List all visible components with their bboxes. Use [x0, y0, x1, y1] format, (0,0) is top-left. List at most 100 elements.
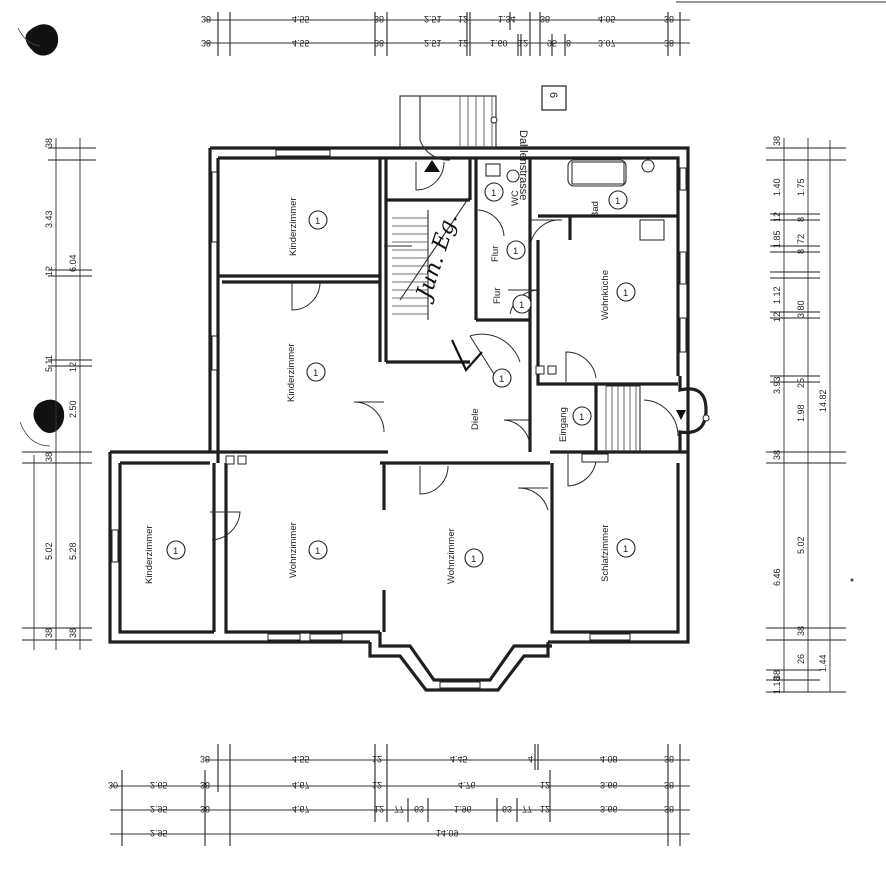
right-dim-7: 72 [796, 234, 806, 244]
right-dim-9: 1.12 [772, 286, 782, 304]
left-dim-4: 6.04 [68, 254, 78, 272]
right-dim-5: 8 [796, 217, 806, 222]
bottom-dim2-9: 38 [664, 780, 674, 790]
signature-arrow [451, 339, 483, 372]
right-dim-10: 12 [772, 312, 782, 322]
left-dimensions: 38 3.43 12 6.04 5.11 12 2.50 38 5.02 5.2… [22, 138, 96, 650]
right-dim-21: 1.18 [772, 676, 782, 694]
right-dim-15: 38 [772, 450, 782, 460]
bottom-dim2-8: 3.66 [600, 780, 618, 790]
left-dim-10: 5.28 [68, 542, 78, 560]
room-marker-bad [608, 190, 628, 210]
bottom-dimensions: 38 4.55 12 4.45 4 4.08 38 30 2.65 38 4.6… [108, 744, 690, 846]
bottom-dim-5: 4 [528, 754, 533, 764]
room-label-wc: WC [510, 190, 521, 206]
right-dim-17: 6.46 [772, 568, 782, 586]
left-dim-7: 2.50 [68, 400, 78, 418]
room-marker-flur-2 [512, 294, 532, 314]
room-labels: Kinderzimmer 1 Kinderzimmer 1 WC 1 Flur … [144, 182, 636, 584]
top-dim2-10: 3.07 [598, 38, 616, 48]
bottom-dim4-1: 2.95 [150, 828, 168, 838]
left-dim-3: 12 [44, 266, 54, 276]
top-dim-2: 4.55 [292, 14, 310, 24]
stairs [392, 95, 710, 452]
bottom-dim-7: 38 [664, 754, 674, 764]
bottom-dim2-3: 38 [200, 780, 210, 790]
room-marker-wohnkueche [616, 282, 636, 302]
room-number-flur-2: 1 [519, 300, 524, 311]
bottom-dim4-2: 14.09 [436, 828, 459, 838]
right-dim-22: 26 [796, 654, 806, 664]
room-marker-kinder-bottom [166, 540, 186, 560]
right-dim-18: 5.02 [796, 536, 806, 554]
room-label-eingang: Eingang [558, 407, 569, 442]
bottom-dim3-11: 3.66 [600, 804, 618, 814]
room-marker-diele [492, 368, 512, 388]
bottom-dim3-2: 38 [200, 804, 210, 814]
top-dim2-4: 2.51 [424, 38, 442, 48]
top-dim2-7: 12 [518, 38, 528, 48]
top-dimensions: 38 4.55 38 2.51 12 1.34 38 4.05 38 38 4.… [201, 12, 690, 56]
right-dim-8: 8 [796, 249, 806, 254]
room-marker-eingang [572, 406, 592, 426]
left-dim-9: 5.02 [44, 542, 54, 560]
smudge-top-left [25, 24, 59, 56]
right-dim-3: 12 [772, 212, 782, 222]
room-number-wohn-2: 1 [471, 554, 476, 565]
room-label-diele: Diele [470, 408, 481, 430]
top-dim2-8: 95 [547, 38, 557, 48]
top-dim2-5: 12 [458, 38, 468, 48]
top-dim2-6: 1.60 [490, 38, 508, 48]
right-dim-16: 14.82 [818, 389, 828, 412]
bottom-dim2-6: 4.76 [458, 780, 476, 790]
right-dim-20: 38 [772, 670, 782, 680]
top-dim2-9: 8 [566, 38, 571, 48]
room-number-wohnkueche: 1 [623, 288, 628, 299]
bottom-dim3-9: 77 [522, 804, 532, 814]
left-dim-12: 38 [68, 628, 78, 638]
left-dim-6: 12 [68, 362, 78, 372]
top-dim-6: 1.34 [498, 14, 516, 24]
bottom-dim2-1: 30 [108, 780, 118, 790]
top-dim-9: 38 [664, 14, 674, 24]
street-name: Dahlenstrasse [517, 130, 529, 200]
top-dim-8: 4.05 [598, 14, 616, 24]
room-number-wohn-1: 1 [315, 546, 320, 557]
bottom-dim3-5: 77 [394, 804, 404, 814]
bottom-dim3-3: 4.67 [292, 804, 310, 814]
right-dim-6: 1.85 [772, 230, 782, 248]
left-dim-11: 38 [44, 628, 54, 638]
room-number-diele: 1 [499, 374, 504, 385]
top-dim2-3: 38 [374, 38, 384, 48]
top-dim-1: 38 [201, 14, 211, 24]
room-label-wohn-1: Wohnzimmer [288, 522, 299, 578]
right-dim-2: 1.40 [772, 178, 782, 196]
bottom-dim3-12: 38 [664, 804, 674, 814]
room-label-schlaf: Schlafzimmer [600, 524, 611, 582]
bottom-dim-3: 12 [372, 754, 382, 764]
right-dim-23: 1.44 [818, 654, 828, 672]
bottom-dim-4: 4.45 [450, 754, 468, 764]
top-dim-5: 12 [458, 14, 468, 24]
top-dim2-2: 4.55 [292, 38, 310, 48]
room-label-wohn-2: Wohnzimmer [446, 528, 457, 584]
room-number-flur-1: 1 [513, 246, 518, 257]
right-dim-1: 38 [772, 136, 782, 146]
smudge-left [33, 399, 65, 433]
left-dim-1: 38 [44, 138, 54, 148]
bottom-dim3-7: 1.96 [454, 804, 472, 814]
bottom-dim3-8: 63 [502, 804, 512, 814]
bottom-dim3-10: 12 [540, 804, 550, 814]
bottom-dim2-4: 4.67 [292, 780, 310, 790]
house-number: 6 [547, 92, 559, 98]
room-number-wc: 1 [491, 188, 496, 199]
room-number-kinder-top: 1 [315, 216, 320, 227]
top-dim2-11: 38 [664, 38, 674, 48]
room-label-flur-1: Flur [490, 246, 501, 262]
bottom-dim2-7: 12 [540, 780, 550, 790]
room-marker-wc [484, 182, 504, 202]
right-dim-4: 1.75 [796, 178, 806, 196]
room-number-schlaf: 1 [623, 544, 628, 555]
walls [108, 146, 708, 692]
